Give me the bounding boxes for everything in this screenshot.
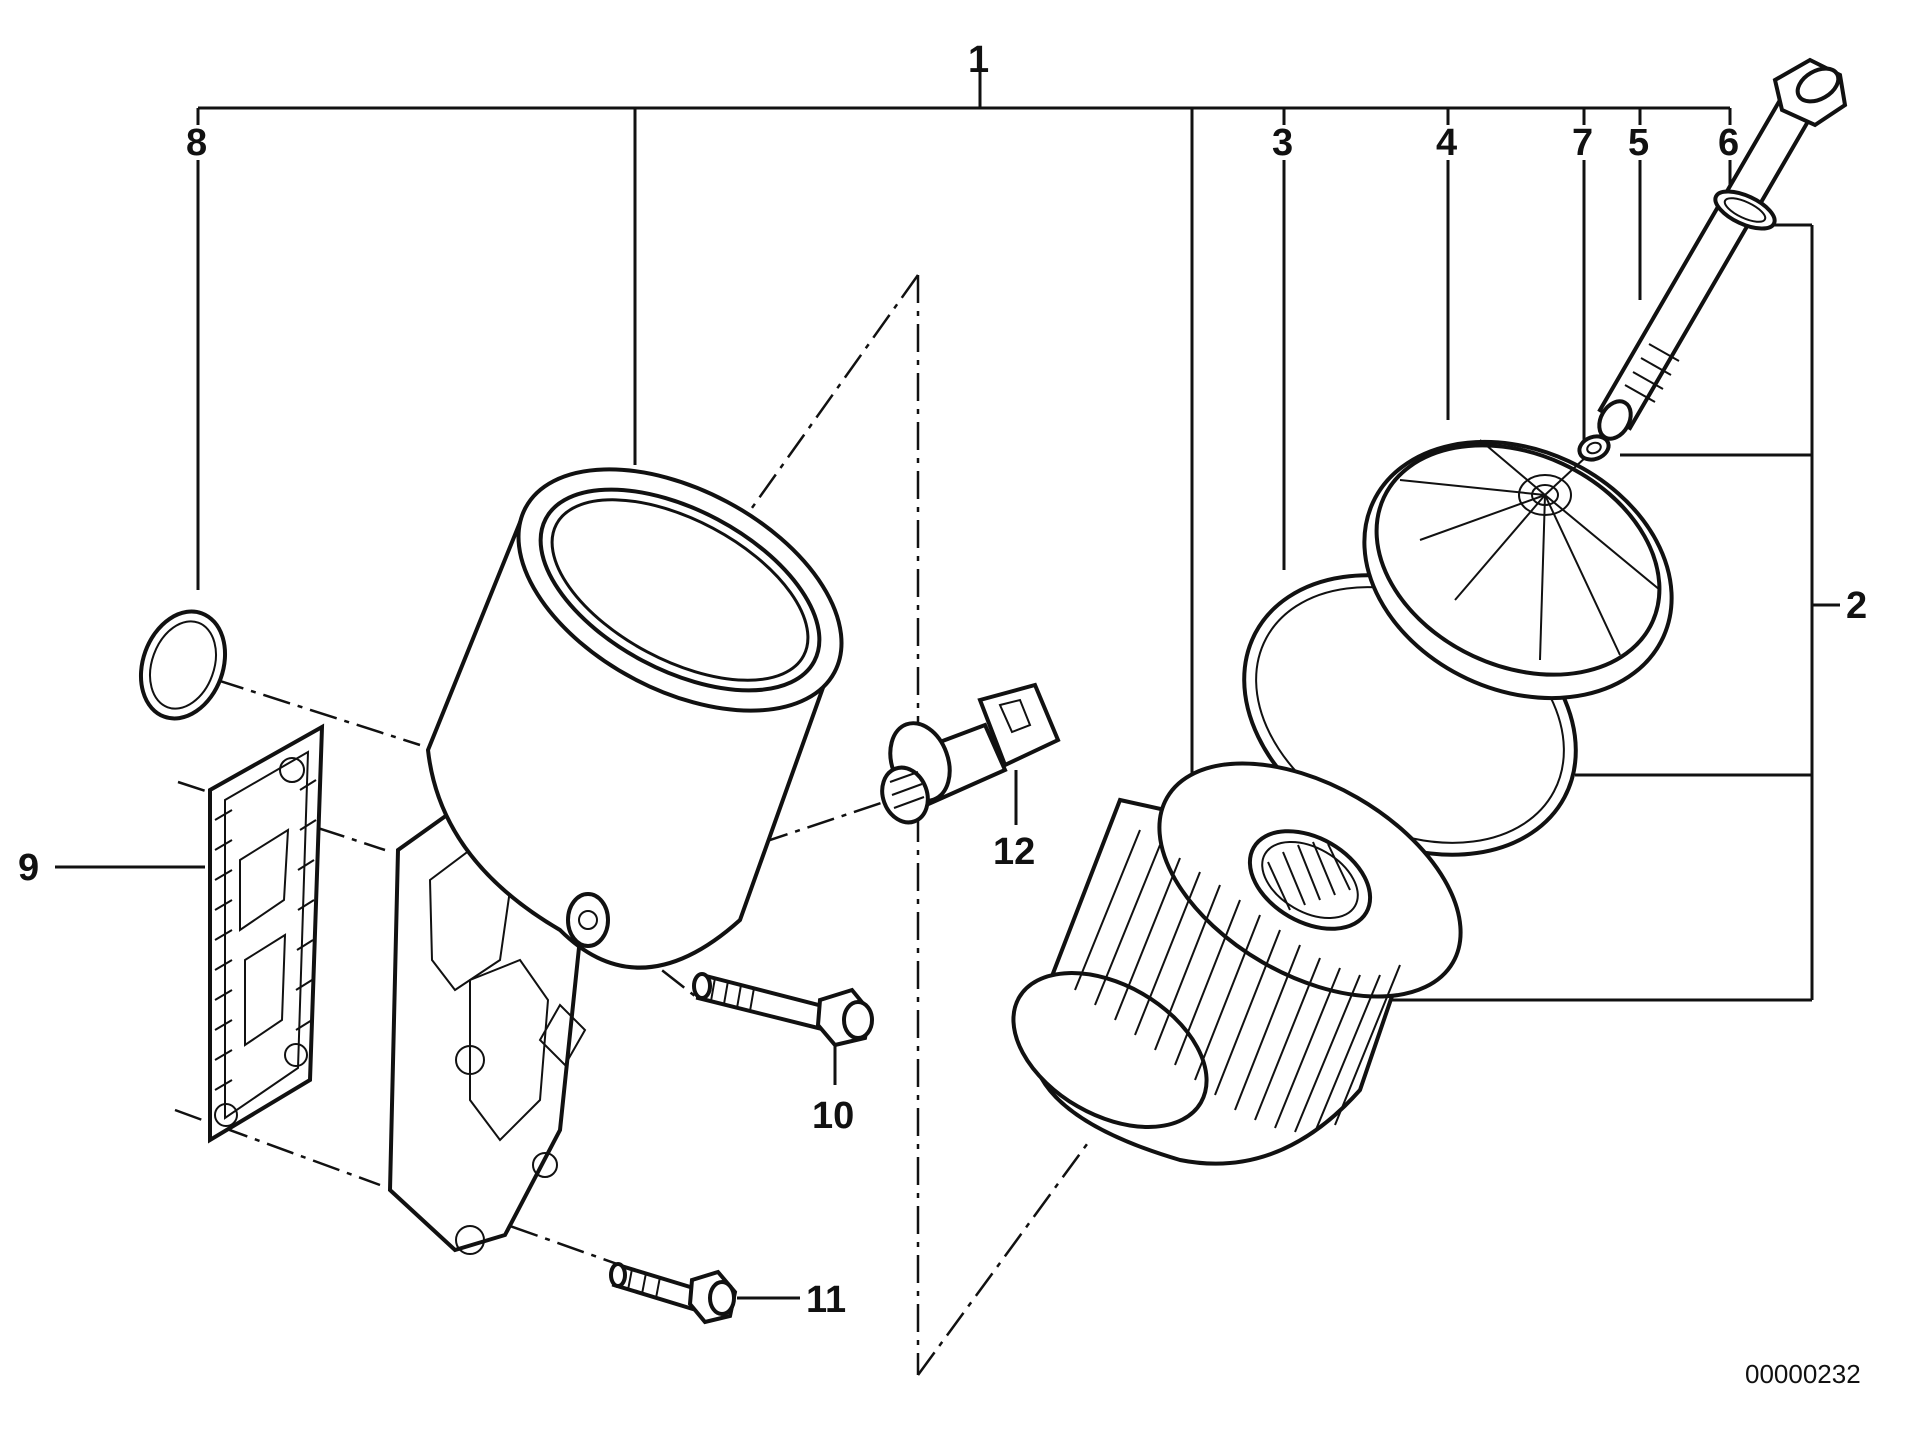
filter-pleats <box>1074 829 1401 1133</box>
callout-9: 9 <box>18 847 39 889</box>
gasket-hatching <box>214 779 317 1091</box>
callout-2: 2 <box>1846 585 1867 627</box>
seal-ring-7 <box>1577 434 1611 462</box>
bolt-10 <box>692 972 874 1048</box>
washer-6 <box>1713 189 1777 231</box>
callout-labels: 1 2 3 4 5 6 7 8 9 10 11 12 <box>18 39 1867 1321</box>
leader-lines <box>55 160 1840 1300</box>
callout-11: 11 <box>806 1279 846 1321</box>
oil-filter-housing <box>387 467 844 1255</box>
center-bolt-5 <box>1597 57 1848 441</box>
filter-core <box>1267 841 1351 911</box>
callout-12: 12 <box>993 831 1035 873</box>
callout-6: 6 <box>1718 122 1739 164</box>
callout-7: 7 <box>1572 122 1593 164</box>
o-ring-8 <box>138 609 228 721</box>
filter-cover-4 <box>1362 429 1674 701</box>
callout-8: 8 <box>186 122 207 164</box>
callout-3: 3 <box>1272 122 1293 164</box>
filter-element <box>1011 761 1463 1166</box>
diagram-reference-number: 00000232 <box>1745 1359 1861 1389</box>
assembly-bracket-1 <box>196 60 1732 780</box>
oil-pressure-switch-12 <box>880 682 1061 825</box>
callout-4: 4 <box>1436 122 1457 164</box>
callout-5: 5 <box>1628 122 1649 164</box>
gasket-9 <box>208 723 325 1144</box>
callout-1: 1 <box>968 39 989 81</box>
bolt-11 <box>609 1262 738 1325</box>
callout-10: 10 <box>812 1095 854 1137</box>
